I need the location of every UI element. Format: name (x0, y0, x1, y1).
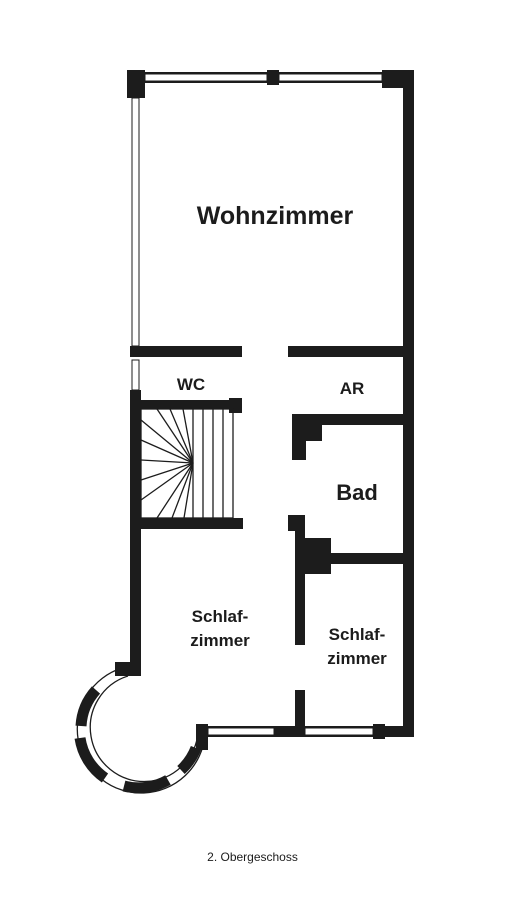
room-label-schlafzimmer-left-line1: Schlaf- (192, 607, 249, 626)
room-label-bad: Bad (336, 480, 378, 505)
room-label-wohnzimmer: Wohnzimmer (197, 202, 354, 230)
room-label-wc: WC (177, 375, 205, 394)
interior-walls (130, 346, 414, 737)
room-label-schlafzimmer-right-line1: Schlaf- (329, 625, 386, 644)
round-bay (74, 662, 206, 794)
room-label-schlafzimmer-left-line2: zimmer (190, 631, 250, 650)
room-label-schlafzimmer-right-line2: zimmer (327, 649, 387, 668)
floor-caption: 2. Obergeschoss (207, 850, 298, 864)
staircase (140, 408, 234, 519)
room-label-ar: AR (340, 379, 365, 398)
